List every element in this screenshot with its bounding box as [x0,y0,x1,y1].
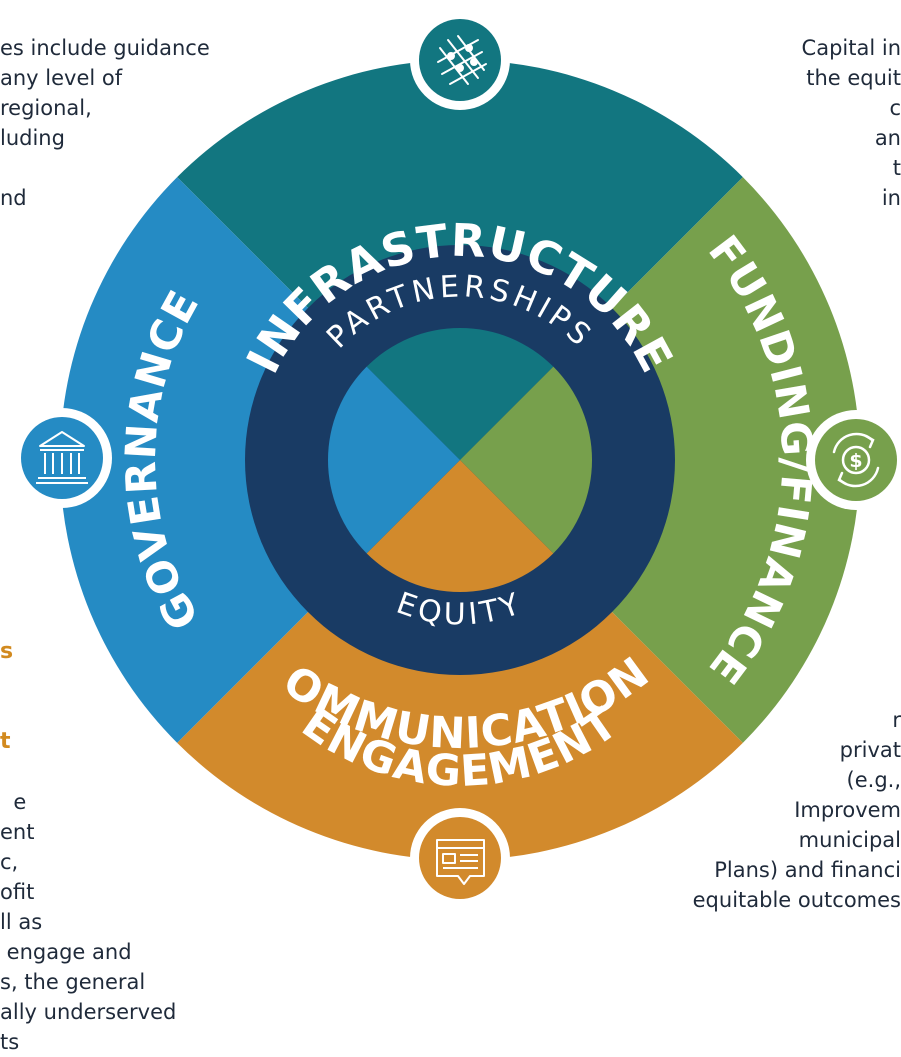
svg-text:$: $ [849,450,862,472]
outer-quadrants [60,60,860,860]
document-chat-icon [410,808,510,908]
framework-circle-diagram: INFRASTRUCTURE FUNDING/FINANCE COMMUNICA… [12,10,901,908]
communication-heading-line-2: t [0,729,11,754]
funding-partnership-text: r privat (e.g., Improvem municipal Plans… [692,708,901,912]
governance-description-text: es include guidance any level of regiona… [0,36,210,210]
funding-description-text: Capital in the equit c an t in [801,36,901,210]
infrastructure-segment [60,60,860,460]
communication-segment [60,460,860,860]
dollar-cycle-icon: $ [806,410,901,510]
communication-heading-line-1: s [0,639,14,664]
governance-segment [60,60,460,860]
funding-segment [460,60,860,860]
network-grid-icon [410,10,510,110]
government-building-icon [12,408,112,508]
